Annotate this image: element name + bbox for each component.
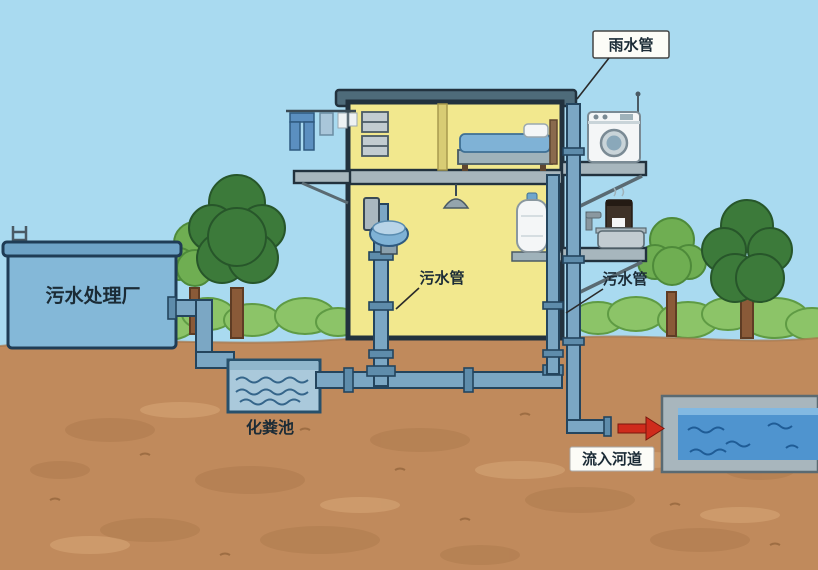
treatment-plant-label: 污水处理厂 xyxy=(45,284,140,307)
hanging-towel xyxy=(319,112,334,136)
septic-tank xyxy=(226,358,322,414)
faucet xyxy=(585,211,602,231)
bed xyxy=(457,119,558,171)
wall-cabinets xyxy=(361,111,389,157)
toilet xyxy=(363,197,409,255)
right-sewage-downpipe xyxy=(542,174,564,375)
laundry xyxy=(286,109,358,151)
treatment-tank-rim xyxy=(1,240,183,258)
ceiling-lamp xyxy=(442,184,470,209)
balcony-brace xyxy=(301,181,349,205)
pillow xyxy=(523,123,549,138)
tree-left-large xyxy=(188,174,286,339)
mid-floor-slab xyxy=(346,168,564,186)
svg-text:污水管: 污水管 xyxy=(419,269,464,287)
balcony-slab xyxy=(292,169,352,185)
hanging-sock xyxy=(337,112,348,129)
label-flow-into-river: 流入河道 xyxy=(569,446,655,472)
rainwater-downpipe xyxy=(562,103,612,437)
river-water xyxy=(678,408,818,460)
label-indoor-sewage-pipe: 污水管 xyxy=(395,269,465,310)
svg-text:雨水管: 雨水管 xyxy=(608,36,653,54)
outdoor-sink xyxy=(585,187,647,249)
headboard xyxy=(549,119,558,165)
svg-text:流入河道: 流入河道 xyxy=(582,450,642,468)
coffee-maker xyxy=(605,187,633,231)
labels: 雨水管 污水管 污水管 化粪池 流入河道 xyxy=(246,30,670,472)
lower-platform-brace xyxy=(571,260,643,298)
partition-wall xyxy=(437,103,448,171)
svg-text:污水管: 污水管 xyxy=(602,270,647,288)
flow-arrow xyxy=(617,416,665,441)
tree-right-large xyxy=(701,199,793,339)
treatment-plant: 污水处理厂 xyxy=(1,226,183,350)
washing-machine xyxy=(587,91,641,163)
hanging-pants xyxy=(289,112,315,151)
river xyxy=(660,394,818,474)
upper-platform-brace xyxy=(571,174,643,212)
label-outdoor-sewage-pipe: 污水管 xyxy=(565,270,648,314)
plant-septic-pipe xyxy=(167,296,235,369)
hanging-sock xyxy=(348,112,358,127)
label-septic-tank: 化粪池 xyxy=(246,418,294,437)
label-rain-pipe: 雨水管 xyxy=(576,30,670,100)
tree-right-small xyxy=(637,217,707,337)
